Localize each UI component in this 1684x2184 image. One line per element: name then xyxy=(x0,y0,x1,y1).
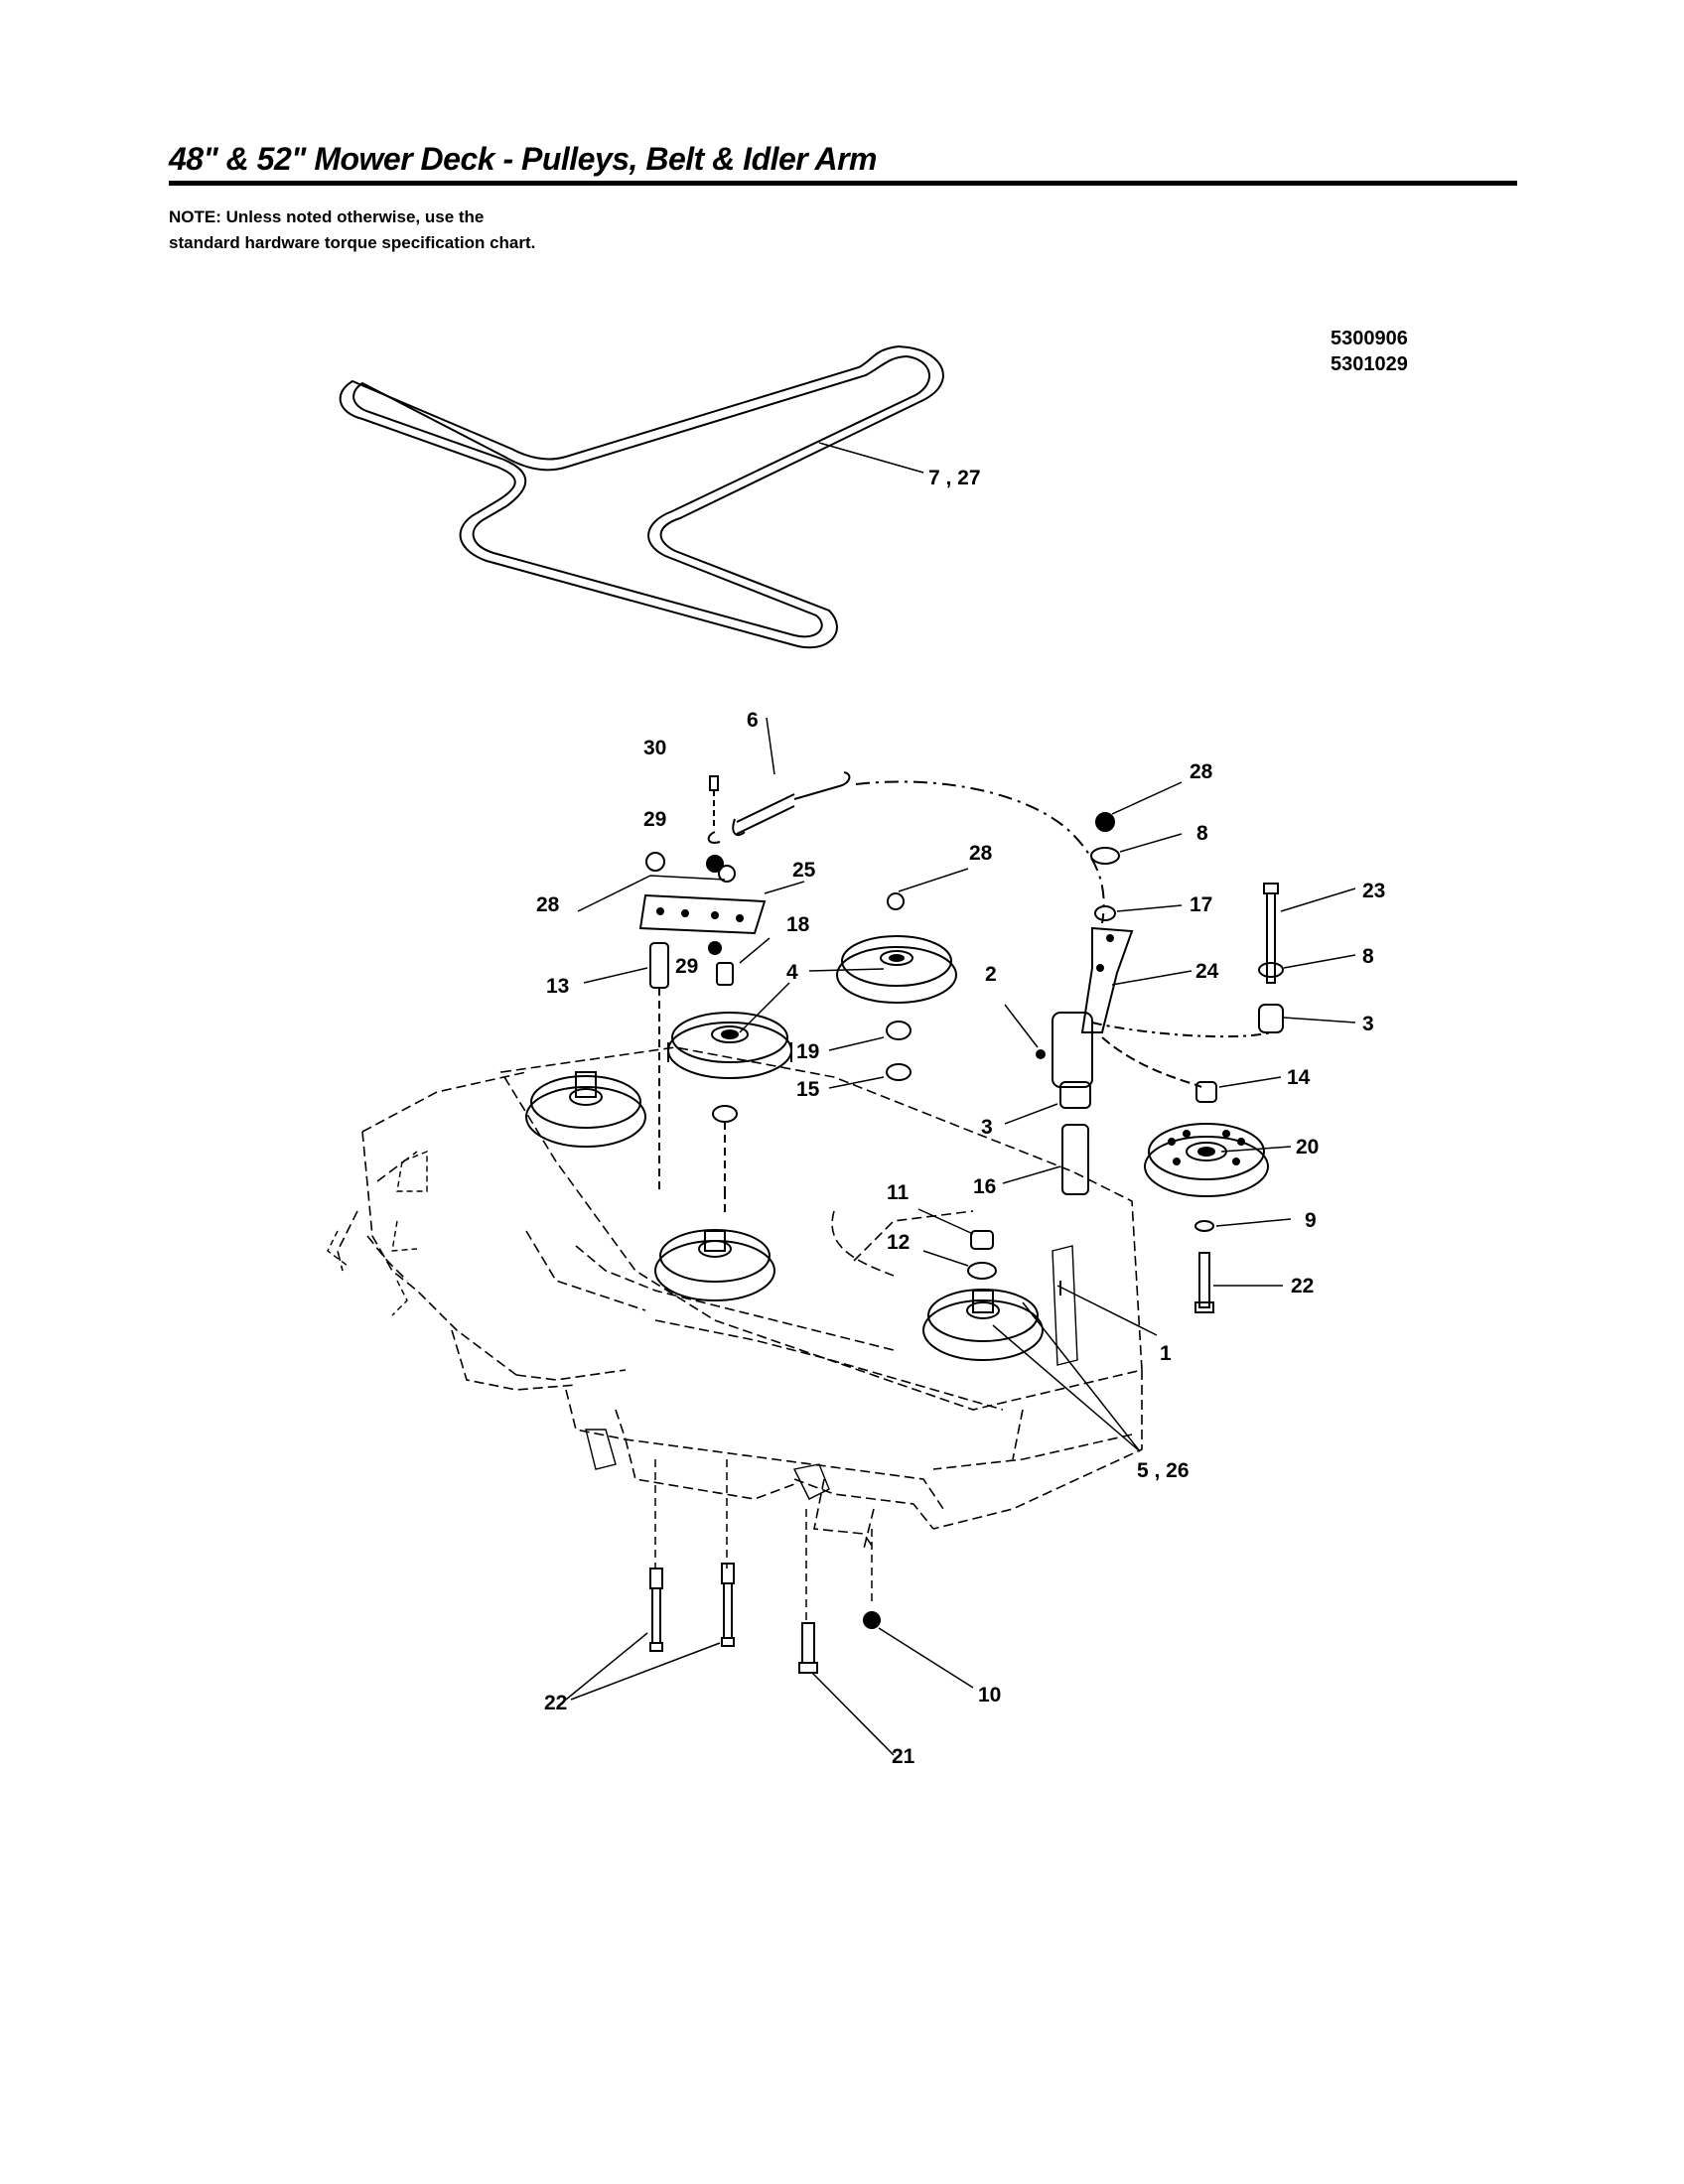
bolt-22-right xyxy=(721,1563,735,1647)
callout-3-lower: 3 xyxy=(981,1116,993,1139)
callout-13: 13 xyxy=(546,975,569,998)
callout-9: 9 xyxy=(1305,1209,1317,1232)
callout-16: 16 xyxy=(973,1175,996,1198)
callout-23: 23 xyxy=(1362,880,1385,902)
callout-14: 14 xyxy=(1287,1066,1311,1089)
idler-arm-24 xyxy=(1080,926,1134,1033)
spindle-pulley-center xyxy=(654,1229,775,1301)
note-text: NOTE: Unless noted otherwise, use the st… xyxy=(169,207,536,252)
bracket-25 xyxy=(638,893,767,935)
part-number-1: 5300906 xyxy=(1331,328,1408,349)
callout-12: 12 xyxy=(887,1231,910,1254)
nut-10 xyxy=(863,1611,881,1629)
spacer-16 xyxy=(1061,1124,1089,1195)
spacer-11 xyxy=(970,1230,994,1250)
bolt-30 xyxy=(709,775,719,829)
bolt-22-left xyxy=(649,1568,663,1652)
bushing-19 xyxy=(886,1021,912,1040)
pulley-4-right xyxy=(836,892,957,1004)
callout-30: 30 xyxy=(643,737,666,759)
callout-11: 11 xyxy=(887,1181,910,1204)
washer-12 xyxy=(967,1262,997,1280)
callout-7-27: 7 , 27 xyxy=(928,467,981,489)
callout-1: 1 xyxy=(1160,1342,1172,1365)
callout-28-center: 28 xyxy=(969,842,993,865)
callout-10: 10 xyxy=(978,1684,1001,1706)
callout-29-lower: 29 xyxy=(675,955,698,978)
callout-6: 6 xyxy=(747,709,759,732)
drive-belt xyxy=(339,344,944,649)
callout-17: 17 xyxy=(1190,893,1212,916)
pivot-tube xyxy=(1052,1012,1093,1088)
spacer-13 xyxy=(649,942,669,1191)
bolt-21 xyxy=(798,1622,818,1674)
callout-28-left: 28 xyxy=(536,893,560,916)
callout-29-upper: 29 xyxy=(643,808,666,831)
callout-24: 24 xyxy=(1195,960,1219,983)
callout-25: 25 xyxy=(792,859,816,882)
callout-22-left: 22 xyxy=(544,1692,567,1714)
bushing-3-lower xyxy=(1059,1081,1091,1109)
mower-deck-frame xyxy=(337,1046,1143,1550)
callout-21: 21 xyxy=(892,1745,915,1768)
callout-18: 18 xyxy=(786,913,810,936)
bolt-23 xyxy=(1263,883,1279,984)
callout-19: 19 xyxy=(796,1040,819,1063)
callout-28-right: 28 xyxy=(1190,760,1213,783)
callout-5-26: 5 , 26 xyxy=(1137,1459,1190,1482)
washer-15 xyxy=(886,1063,912,1081)
idler-pulley-20 xyxy=(1144,1123,1269,1197)
callout-20: 20 xyxy=(1296,1136,1319,1159)
callout-8-lower: 8 xyxy=(1362,945,1374,968)
idler-spring xyxy=(707,771,851,844)
nut-28-left xyxy=(645,852,665,872)
callout-8-upper: 8 xyxy=(1196,822,1208,845)
spindle-pulley-left xyxy=(525,1071,646,1148)
callout-4: 4 xyxy=(786,961,798,984)
part-number-2: 5301029 xyxy=(1331,353,1408,375)
callout-15: 15 xyxy=(796,1078,820,1101)
pulley-4-left xyxy=(667,1012,792,1079)
callout-3-upper: 3 xyxy=(1362,1013,1374,1035)
spindle-pulley-right xyxy=(922,1289,1044,1361)
page-title: 48" & 52" Mower Deck - Pulleys, Belt & I… xyxy=(169,141,877,177)
callout-22-right: 22 xyxy=(1291,1275,1314,1297)
leader-belt xyxy=(818,442,924,474)
callout-2: 2 xyxy=(985,963,997,986)
title-rule xyxy=(169,181,1517,186)
